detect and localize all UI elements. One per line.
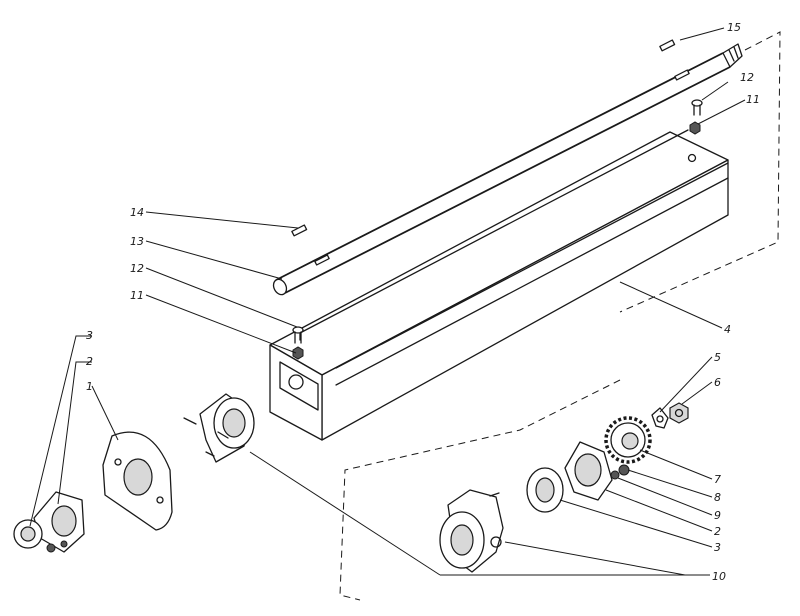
assembly-axis-lines — [339, 31, 781, 601]
part-2-housing-right — [564, 441, 613, 501]
part-13-shaft — [272, 43, 743, 296]
callout-12-top: 12 — [740, 71, 754, 84]
part-15-key — [659, 39, 676, 52]
callout-11-left: 11 — [130, 289, 144, 302]
part-8-nut — [618, 464, 630, 476]
part-12-bolt-left — [292, 326, 304, 344]
leader-lines — [29, 27, 746, 576]
part-10-flange-left — [183, 393, 255, 463]
callout-13: 13 — [130, 235, 144, 248]
part-3-bearing-right — [526, 467, 564, 513]
callout-9: 9 — [714, 509, 721, 522]
callout-5: 5 — [714, 351, 721, 364]
part-4-beam — [269, 129, 729, 441]
callout-6: 6 — [714, 376, 721, 389]
callout-1: 1 — [86, 380, 93, 393]
part-12-bolt-top — [691, 99, 703, 116]
part-5-lock-washer — [651, 407, 669, 429]
part-11-nut-top — [689, 121, 701, 135]
callout-7: 7 — [714, 473, 721, 486]
part-11-nut-left — [292, 346, 304, 360]
callout-14: 14 — [130, 206, 144, 219]
callout-4: 4 — [724, 323, 731, 336]
callout-3-right: 3 — [714, 541, 721, 554]
callout-12-left: 12 — [130, 262, 144, 275]
callout-labels: 15 12 11 14 13 12 11 4 3 2 1 5 6 7 8 9 2… — [86, 21, 760, 583]
part-3-bearing-left — [13, 519, 68, 553]
callout-15: 15 — [727, 21, 741, 34]
part-6-nut — [669, 402, 689, 424]
part-1-plate — [102, 431, 173, 531]
part-7-sprocket — [604, 416, 652, 464]
part-2-housing-left — [33, 491, 85, 553]
callout-2-left: 2 — [86, 355, 93, 368]
part-14-key — [291, 224, 308, 237]
callout-10: 10 — [712, 570, 726, 583]
callout-3-left: 3 — [86, 329, 93, 342]
callout-11-top: 11 — [746, 93, 760, 106]
callout-8: 8 — [714, 491, 721, 504]
callout-2-right: 2 — [714, 525, 721, 538]
part-10-flange-right — [439, 489, 504, 573]
part-9-washer — [610, 470, 620, 480]
